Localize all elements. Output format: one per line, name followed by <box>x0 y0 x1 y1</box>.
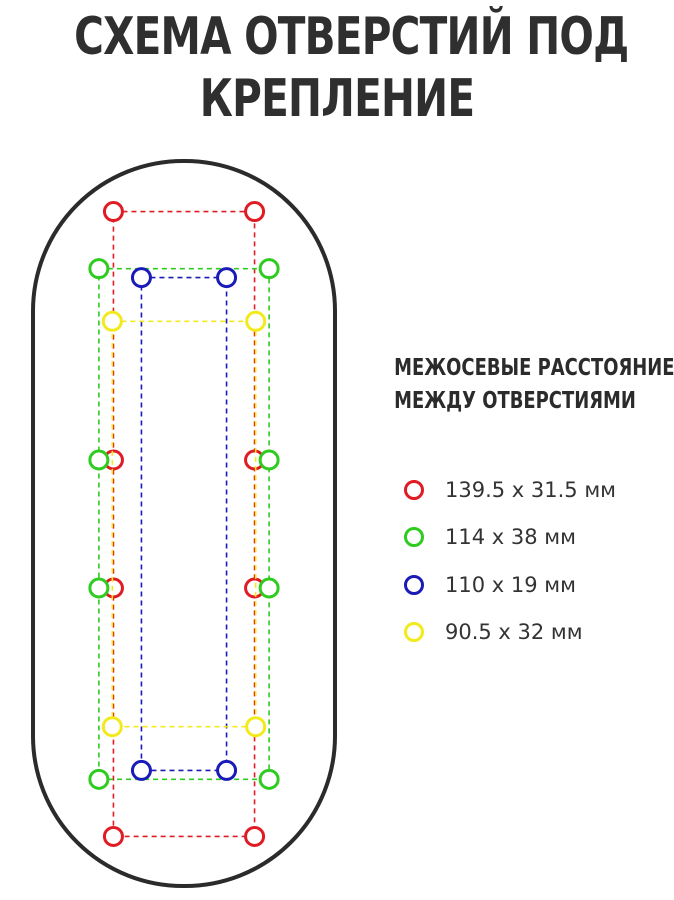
pattern-guide-green <box>98 267 270 781</box>
pattern-guide-red <box>112 210 256 838</box>
legend-item-yellow: 90.5 x 32 мм <box>404 609 664 657</box>
legend-heading-line-2: МЕЖДУ ОТВЕРСТИЯМИ <box>394 388 636 414</box>
mounting-hole-yellow <box>245 310 267 332</box>
mounting-hole-green <box>88 577 110 599</box>
yellow-circle-icon <box>404 622 424 643</box>
title-line-1: СХЕМА ОТВЕРСТИЙ ПОД <box>74 7 629 67</box>
mounting-hole-blue <box>130 267 152 289</box>
title-line-2: КРЕПЛЕНИЕ <box>199 69 475 129</box>
pattern-guide-blue <box>140 276 228 772</box>
mounting-hole-yellow <box>101 310 123 332</box>
hole-pattern-yellow <box>101 310 267 738</box>
red-circle-icon <box>404 479 424 500</box>
mounting-hole-blue <box>130 759 152 781</box>
mounting-hole-blue <box>216 759 238 781</box>
hole-patterns <box>88 201 280 847</box>
mounting-hole-yellow <box>245 716 267 738</box>
legend-label: 114 x 38 мм <box>445 525 576 550</box>
legend-item-green: 114 x 38 мм <box>404 514 664 562</box>
mounting-hole-green <box>258 449 280 471</box>
mounting-hole-green <box>88 449 110 471</box>
hole-pattern-green <box>88 258 280 790</box>
blue-circle-icon <box>404 574 424 595</box>
mounting-hole-green <box>88 258 110 280</box>
mounting-hole-red <box>244 825 266 847</box>
pattern-guide-yellow <box>111 320 257 728</box>
legend-item-blue: 110 x 19 мм <box>404 561 664 609</box>
page-title: СХЕМА ОТВЕРСТИЙ ПОД КРЕПЛЕНИЕ <box>74 6 629 130</box>
legend: 139.5 x 31.5 мм 114 x 38 мм 110 x 19 мм … <box>404 466 664 656</box>
mounting-hole-green <box>258 258 280 280</box>
binding-plate-outline <box>31 159 337 888</box>
mounting-hole-green <box>88 768 110 790</box>
hole-pattern-blue <box>130 267 238 781</box>
mounting-hole-green <box>258 768 280 790</box>
legend-label: 110 x 19 мм <box>445 572 576 597</box>
mounting-hole-red <box>244 201 266 223</box>
legend-label: 139.5 x 31.5 мм <box>445 477 617 502</box>
mounting-hole-red <box>102 825 124 847</box>
mounting-hole-green <box>258 577 280 599</box>
mounting-hole-yellow <box>101 716 123 738</box>
green-circle-icon <box>404 527 424 548</box>
hole-pattern-red <box>102 201 266 847</box>
legend-item-red: 139.5 x 31.5 мм <box>404 466 664 514</box>
mounting-hole-blue <box>216 267 238 289</box>
legend-heading: МЕЖОСЕВЫЕ РАССТОЯНИЕ МЕЖДУ ОТВЕРСТИЯМИ <box>394 352 674 418</box>
legend-label: 90.5 x 32 мм <box>445 620 583 645</box>
mounting-hole-red <box>102 201 124 223</box>
legend-heading-line-1: МЕЖОСЕВЫЕ РАССТОЯНИЕ <box>394 355 674 381</box>
